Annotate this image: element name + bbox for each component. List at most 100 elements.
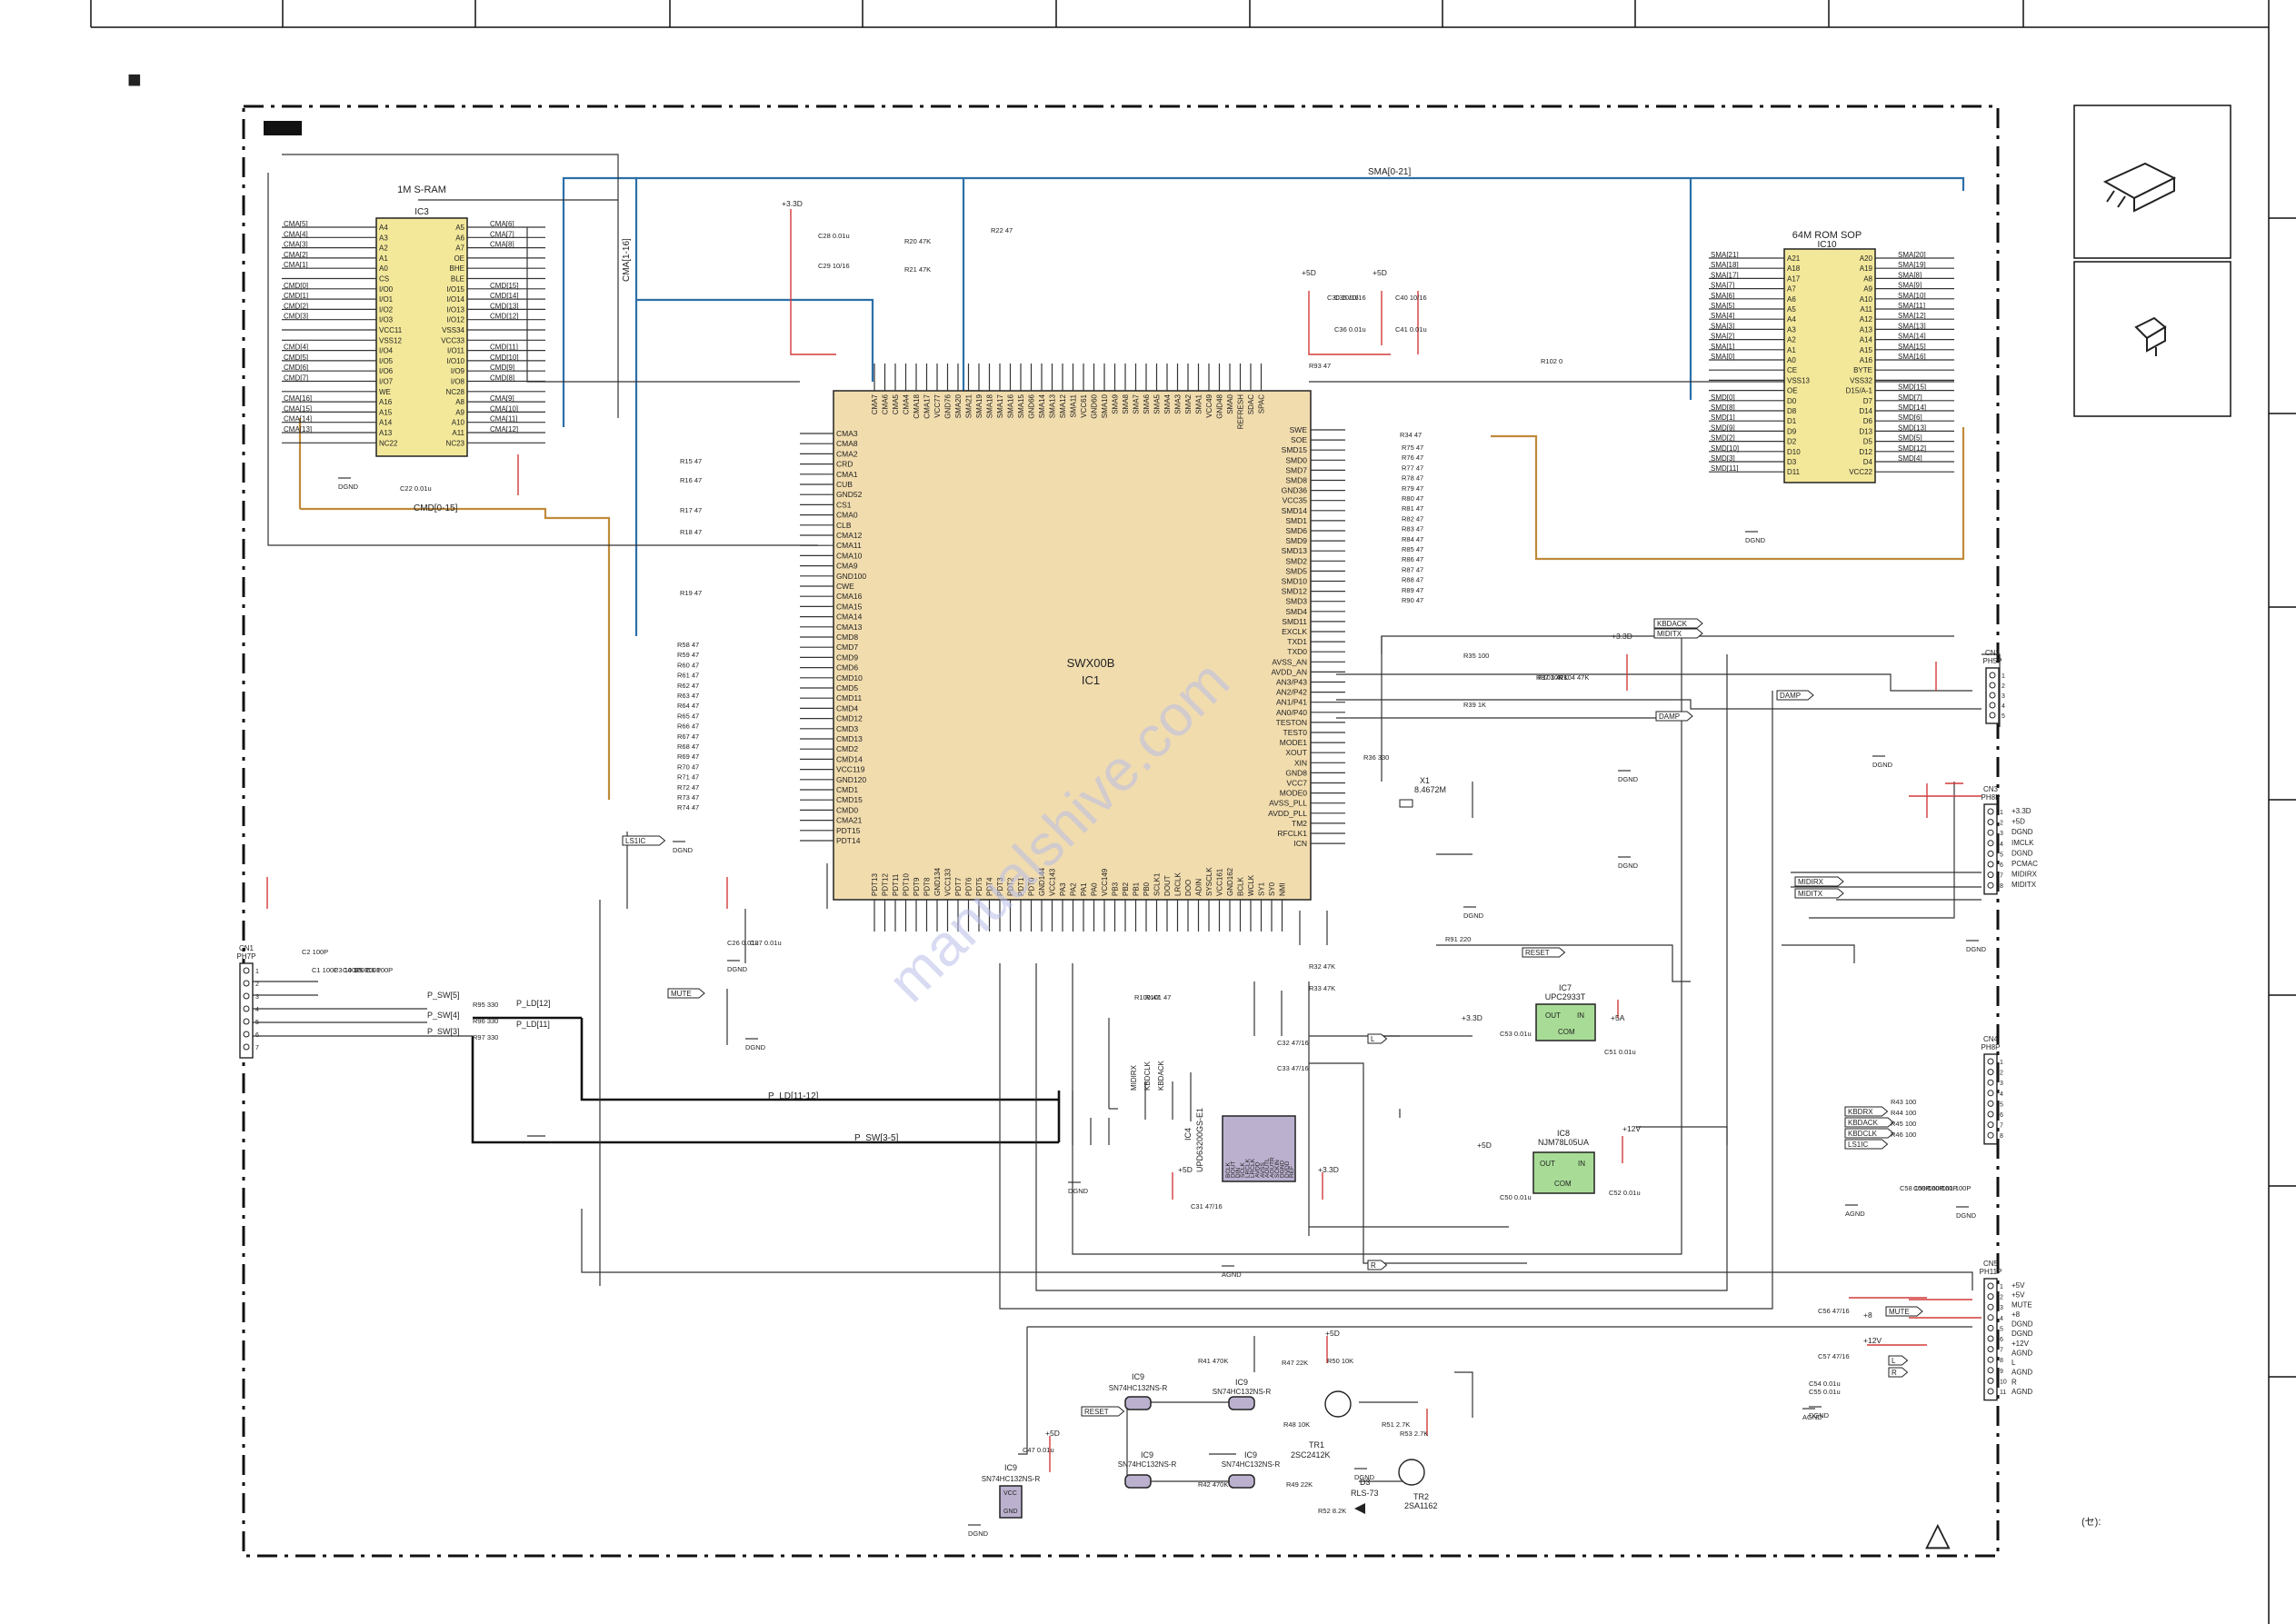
ic1-pin-label: VCC149 — [1101, 868, 1109, 896]
port-tag — [1888, 1367, 1909, 1378]
port-label: KBDACK — [1848, 1119, 1879, 1127]
resistor-label: R104 47K — [1559, 673, 1589, 682]
ic10-net-label: SMA[4] — [1711, 312, 1734, 320]
resistor-label: R101 47 — [1145, 993, 1171, 1001]
ic1-pin-label: CMD4 — [836, 703, 858, 712]
connector-pin — [1987, 1121, 1994, 1129]
ic10-pin-label: A17 — [1787, 274, 1801, 283]
ic1-pin-label: SMA4 — [1163, 394, 1172, 413]
connector-pin — [243, 1018, 250, 1025]
capacitor-label: C31 47/16 — [1191, 1202, 1223, 1211]
connector-signal-label: L — [2011, 1359, 2016, 1367]
ic3-net-label: CMD[6] — [284, 364, 308, 372]
connector-pin-number: 6 — [2000, 862, 2003, 869]
ic1-pin-label: MODE1 — [1280, 738, 1308, 747]
d3-part: RLS-73 — [1351, 1489, 1379, 1498]
connector-pin-number: 2 — [2002, 683, 2005, 690]
port-label: KBDRX — [1848, 1108, 1873, 1116]
power-rail-label: +3.3D — [1318, 1165, 1339, 1174]
power-rail-label: +12V — [1622, 1124, 1641, 1133]
connector-signal-label: AGND — [2011, 1349, 2032, 1357]
ic3-pin-label: A11 — [452, 429, 464, 437]
resistor-label: R65 47 — [677, 712, 699, 720]
page-mark: ■ — [127, 65, 142, 93]
ic1-pin-label: GND100 — [836, 572, 866, 581]
net-pld12: P_LD[12] — [516, 999, 551, 1008]
resistor-label: R90 47 — [1402, 596, 1423, 604]
ic1-pin-label: PDT0 — [1028, 877, 1036, 896]
ic1-pin-label: PDT4 — [986, 877, 994, 896]
ic10-net-label: SMD[0] — [1711, 394, 1735, 402]
ic1-pin-label: PB1 — [1133, 882, 1141, 896]
connector-pin — [1989, 702, 1996, 709]
ic1-pin-label: CMA8 — [836, 439, 858, 448]
ground-label: AGND — [1802, 1413, 1822, 1421]
ic3-net-label: CMA[10] — [490, 404, 518, 413]
ic10-net-label: SMD[3] — [1711, 454, 1735, 463]
ic1-pin-label: SMA17 — [996, 394, 1004, 418]
resistor-label: R89 47 — [1402, 586, 1423, 594]
ic3-net-label: CMA[6] — [490, 220, 514, 228]
resistor-label: R70 47 — [677, 762, 699, 771]
connector-pin-number: 3 — [255, 994, 259, 1001]
connector-ref: CN1 — [239, 944, 255, 952]
power-rail-label: +5D — [1178, 1165, 1193, 1174]
resistor-label: R39 1K — [1463, 701, 1486, 709]
ic1-pin-label: CMA9 — [836, 562, 858, 571]
ic1-pin-label: ICN — [1293, 839, 1307, 848]
ic1-pin-label: GND120 — [836, 775, 866, 784]
ic1-pin-label: GND48 — [1216, 394, 1224, 418]
rail-labels: +3.3D+5D+5D+3.3D+5A+12V+3.3D+5D+5D+3.3D+… — [782, 199, 1882, 1438]
capacitor-label: C29 10/16 — [818, 262, 850, 270]
connector-ref: CN2 — [1985, 649, 2001, 657]
connector-pin — [1987, 1314, 1994, 1321]
regulator-ic7: IC7 UPC2933T OUT IN COM — [1535, 983, 1596, 1041]
ic1-pin-label: VCC7 — [1286, 779, 1307, 788]
ic9-part-3: SN74HC132NS-R — [1118, 1460, 1177, 1469]
ic10-net-label: SMD[1] — [1711, 413, 1735, 422]
ic1-right-pins: SWESOESMD15SMD0SMD7SMD8GND36VCC35SMD14SM… — [1268, 425, 1345, 848]
ic1-name: SWX00B — [1067, 656, 1115, 670]
connector-part: PH7P — [237, 952, 256, 961]
ic3-net-label: CMA[16] — [284, 394, 312, 403]
bus-psw: P_SW[3-5] — [854, 1133, 899, 1143]
ic1-pin-label: CMA15 — [836, 602, 863, 611]
ground-label: DGND — [727, 965, 748, 973]
ic10-pin-label: D11 — [1787, 468, 1801, 476]
connector-pin — [1989, 692, 1996, 699]
diode-d3: D3 RLS-73 — [1351, 1478, 1379, 1514]
port-tag — [1655, 711, 1693, 722]
ic10-pin-label: A12 — [1860, 315, 1873, 324]
ic1-pin-label: CMD0 — [836, 805, 858, 814]
ic3-pin-label: I/O10 — [446, 357, 464, 365]
ic1-pin-label: GND76 — [944, 394, 953, 418]
resistor-label: R58 47 — [677, 641, 699, 649]
ic10-pin-label: A3 — [1787, 325, 1796, 334]
ground-label: DGND — [338, 483, 359, 491]
power-rail-label: +5D — [1373, 268, 1387, 277]
ic10-title: 64M ROM SOP — [1792, 230, 1862, 241]
ic9-ref-5: IC9 — [1004, 1463, 1017, 1472]
connector-pin — [1987, 1131, 1994, 1139]
ic1-pin-label: SWE — [1290, 425, 1308, 434]
connector-pin-number: 6 — [2000, 1112, 2003, 1119]
connector-signal-label: DGND — [2011, 1330, 2033, 1338]
connector-pin-number: 5 — [2002, 713, 2005, 720]
ic10-pin-label: A10 — [1860, 295, 1873, 304]
resistor-label: R86 47 — [1402, 555, 1423, 563]
ic3-pin-label: VCC33 — [441, 336, 464, 344]
ic3-pin-label: I/O4 — [379, 347, 394, 355]
ic10-net-label: SMA[18] — [1711, 261, 1739, 269]
connector-pin-number: 1 — [2000, 1284, 2003, 1290]
connectors: CN1PH7P1234567CN2PH5P12345CN3PH8P1234567… — [237, 649, 2038, 1401]
capacitor-label: C40 10/16 — [1395, 294, 1427, 302]
connector-pin — [1989, 682, 1996, 689]
ic1-pin-label: CMA3 — [836, 429, 858, 438]
capacitor-label: C51 0.01u — [1604, 1048, 1636, 1056]
connector-pin-number: 2 — [255, 981, 259, 988]
transistors: TR1 2SC2412K TR2 2SA1162 — [1291, 1390, 1437, 1510]
ic10-net-label: SMA[16] — [1898, 353, 1926, 361]
power-rail-label: +5A — [1611, 1013, 1625, 1022]
d3-ref: D3 — [1360, 1478, 1371, 1487]
